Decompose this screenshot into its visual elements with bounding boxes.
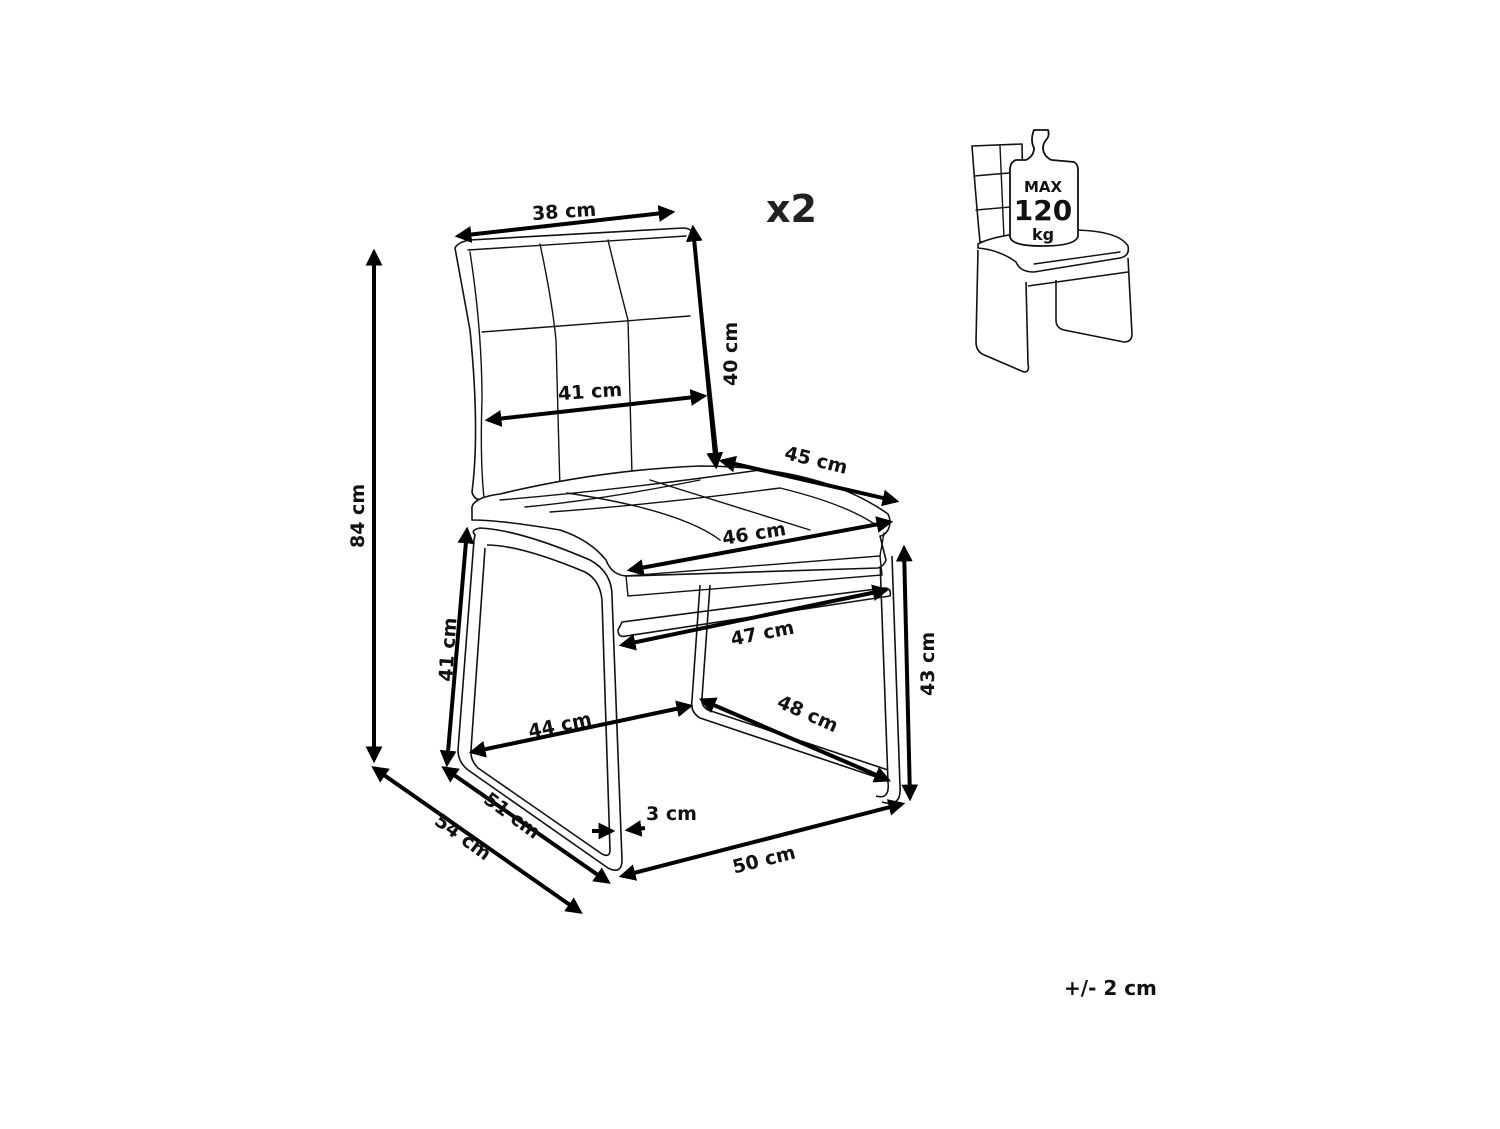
label-backrest-height: 40 cm (720, 322, 742, 386)
label-total-depth: 54 cm (430, 810, 495, 865)
label-total-height: 84 cm (347, 484, 369, 548)
chair-illustration (454, 227, 901, 871)
load-badge-value: 120 (1014, 194, 1072, 227)
label-seat-height-front: 41 cm (435, 617, 461, 683)
frame-right-tube (875, 559, 890, 798)
backrest (454, 227, 720, 501)
label-frame-inner-depth: 48 cm (774, 691, 842, 737)
label-tube-diameter: 3 cm (646, 803, 697, 825)
label-seat-depth: 45 cm (782, 442, 850, 479)
dimension-lines (365, 205, 919, 914)
max-load-icon: MAX 120 kg (971, 129, 1133, 373)
label-backrest-top-width: 38 cm (531, 199, 597, 225)
label-backrest-width: 41 cm (557, 379, 623, 405)
label-seat-height-side: 43 cm (917, 632, 939, 696)
load-badge-unit: kg (1032, 225, 1054, 244)
quantity-label: x2 (766, 187, 817, 231)
weight-icon (1009, 129, 1079, 247)
label-frame-inner-width: 44 cm (526, 708, 593, 743)
frame-rear-left-tube (690, 584, 886, 781)
load-badge-max: MAX (1024, 178, 1063, 196)
tolerance-label: +/- 2 cm (1064, 976, 1157, 1000)
